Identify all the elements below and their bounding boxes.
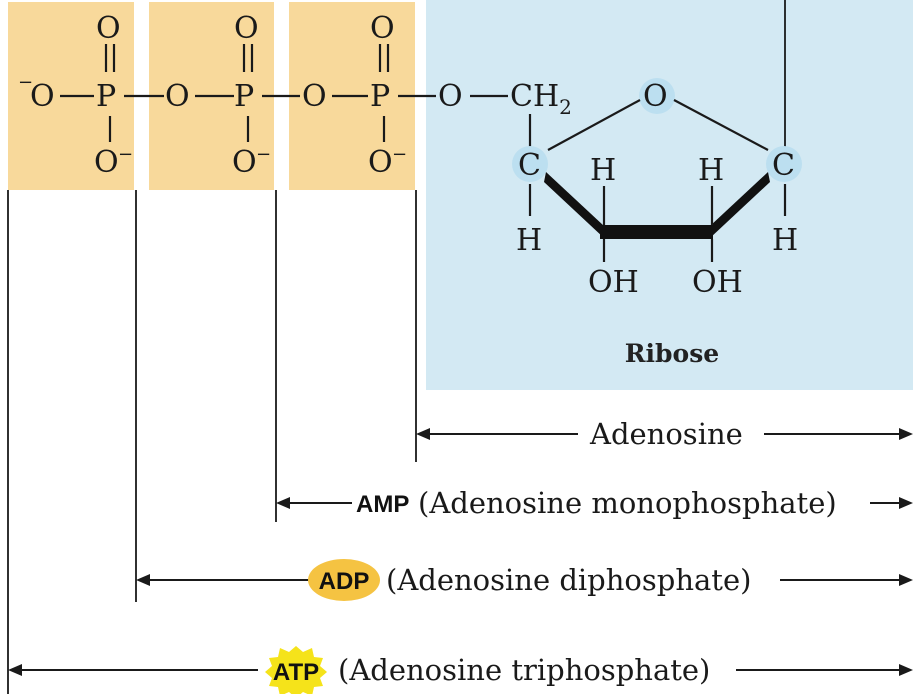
terminal-oxygen: O (30, 79, 55, 114)
atp-range: ATP (Adenosine triphosphate) (8, 646, 913, 694)
ribose-box (426, 0, 913, 390)
ch2-group: CH2 (510, 79, 572, 119)
p1-top-oxygen: O (96, 11, 121, 46)
amp-range: AMP (Adenosine monophosphate) (276, 486, 913, 520)
ribose-label: Ribose (625, 339, 719, 368)
adenosine-label: Adenosine (589, 417, 743, 451)
wedge-bond-left (544, 172, 604, 238)
c1-halo (766, 146, 802, 182)
atp-name: (Adenosine triphosphate) (338, 653, 710, 687)
c4-halo (512, 146, 548, 182)
p2-top-oxygen: O (234, 11, 259, 46)
c4-hydrogen: H (516, 223, 542, 258)
c4-carbon: C (518, 148, 541, 183)
p3-top-oxygen: O (370, 11, 395, 46)
c1-hydrogen: H (772, 223, 798, 258)
p2-minus: − (256, 144, 271, 165)
adenosine-range: Adenosine (416, 417, 913, 451)
adp-name: (Adenosine diphosphate) (386, 563, 751, 597)
atp-badge (265, 646, 327, 694)
atp-abbreviation: ATP (273, 659, 319, 686)
p3-minus: − (392, 144, 407, 165)
amp-abbreviation: AMP (356, 491, 409, 518)
phosphate-chain: − O O P O − O O P O − O O P O − O (18, 11, 508, 180)
c3-hydrogen: H (590, 153, 616, 188)
p2-phosphorus: P (234, 79, 254, 114)
p2-bottom-oxygen: O (232, 145, 257, 180)
bridge-oxygen-2: O (302, 79, 327, 114)
bridge-oxygen-1: O (165, 79, 190, 114)
c3-hydroxyl: OH (588, 265, 639, 300)
c2-hydroxyl: OH (692, 265, 743, 300)
p1-bottom-oxygen: O (94, 145, 119, 180)
ester-oxygen: O (438, 79, 463, 114)
ribose-ring: CH2 O C H C H H OH H OH Ribose (510, 78, 802, 368)
terminal-minus: − (18, 72, 33, 93)
amp-name: (Adenosine monophosphate) (418, 486, 837, 520)
p3-phosphorus: P (370, 79, 390, 114)
ring-oxygen-halo (639, 78, 675, 114)
wedge-bond-right (710, 172, 770, 238)
p1-phosphorus: P (96, 79, 116, 114)
p3-bottom-oxygen: O (368, 145, 393, 180)
adp-abbreviation: ADP (319, 568, 370, 595)
ring-oxygen: O (643, 79, 668, 114)
c1-carbon: C (772, 148, 795, 183)
wedge-bond-bottom (600, 225, 713, 239)
p1-minus: − (118, 144, 133, 165)
adp-range: ADP (Adenosine diphosphate) (136, 559, 913, 601)
adp-badge (308, 559, 380, 601)
c2-hydrogen: H (698, 153, 724, 188)
